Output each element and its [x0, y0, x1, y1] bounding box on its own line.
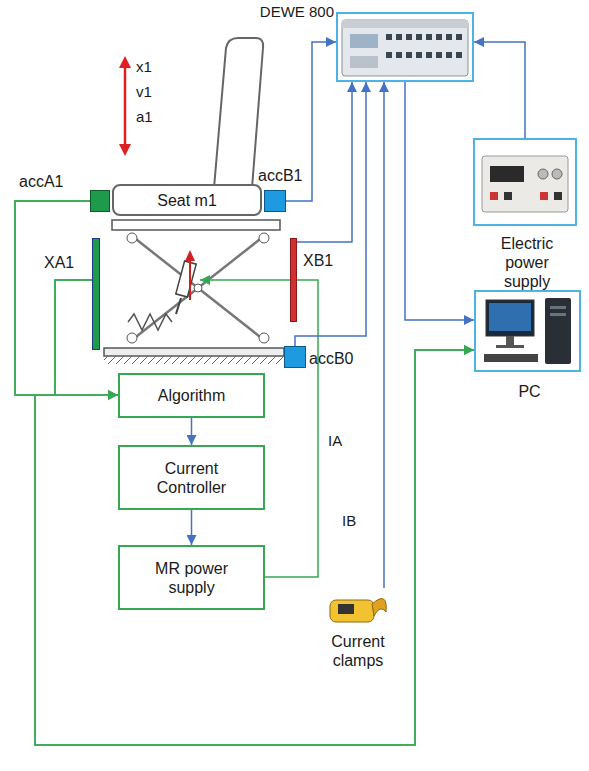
power-supply-picture	[482, 156, 568, 212]
motion-label: a1	[136, 108, 153, 125]
part-label: XA1	[44, 253, 74, 272]
part-label: Electric power supply	[492, 234, 562, 291]
displacement-sensor: XB1	[290, 238, 297, 322]
motion-arrow	[119, 56, 131, 156]
box-label: Algorithm	[158, 386, 226, 405]
signal-wire	[405, 82, 474, 320]
process-box: Current Controller	[118, 445, 265, 510]
box-label: Current Controller	[130, 459, 253, 497]
seat-cushion: Seat m1	[112, 184, 262, 216]
displacement-sensor: XA1	[92, 238, 100, 350]
signal-wire	[191, 418, 193, 445]
process-box: Algorithm	[118, 373, 265, 418]
signal-wire	[35, 280, 474, 745]
power-supply: Electric power supply	[473, 138, 577, 226]
signal-wire	[15, 201, 474, 745]
box-label: Seat m1	[157, 191, 217, 210]
signal-wire	[55, 280, 118, 395]
signal-wire	[474, 42, 525, 138]
daq-device: DEWE 800	[336, 12, 474, 82]
part-label: DEWE 800	[260, 2, 334, 21]
accelerometer: accA1	[90, 190, 110, 212]
part-label: PC	[500, 382, 560, 401]
signal-wire	[297, 82, 352, 242]
motion-label: x1	[136, 58, 152, 75]
current-clamp-picture	[330, 599, 386, 622]
signal-wire	[15, 201, 118, 395]
seat-backrest	[214, 38, 263, 188]
signal-wire	[383, 82, 385, 588]
current-label: IA	[328, 432, 342, 449]
part-label: accB0	[309, 349, 353, 368]
part-label: Current clamps	[320, 632, 396, 670]
signal-wire	[295, 82, 366, 346]
accelerometer: accB0	[284, 346, 306, 368]
motion-label: v1	[136, 83, 152, 100]
computer: PC	[474, 290, 581, 372]
current-clamp: Current clamps	[328, 588, 388, 628]
scissor-suspension	[104, 220, 284, 364]
part-label: accB1	[258, 166, 302, 185]
box-label: MR power supply	[130, 559, 253, 597]
accelerometer: accB1	[264, 190, 286, 212]
computer-picture	[484, 298, 571, 364]
part-label: accA1	[19, 172, 63, 191]
damper-current-wire	[200, 280, 318, 577]
process-box: MR power supply	[118, 545, 265, 610]
part-label: XB1	[303, 251, 333, 270]
signal-wire	[191, 510, 193, 545]
current-label: IB	[342, 512, 356, 529]
daq-device-picture	[342, 20, 468, 76]
